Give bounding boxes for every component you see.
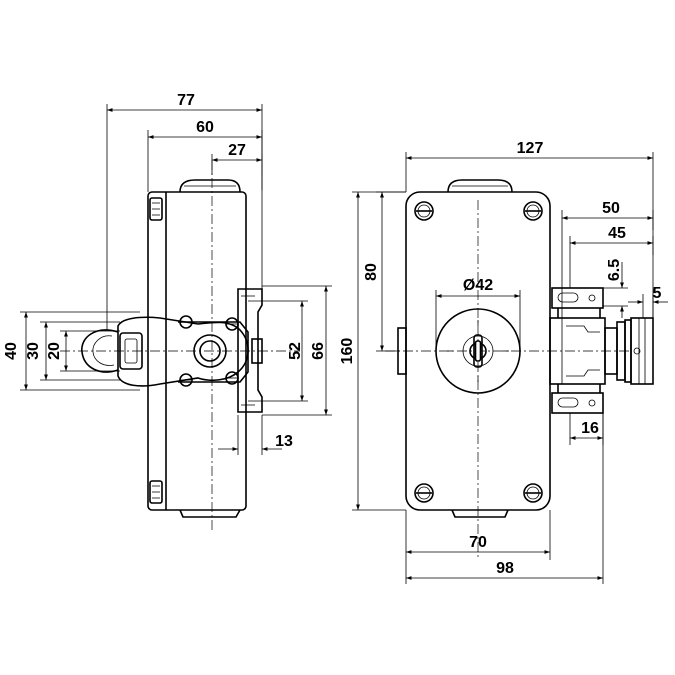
dim-80: 80 [363, 191, 406, 352]
dim-dia42-label: Ø42 [463, 277, 493, 294]
dim-160: 160 [339, 191, 406, 511]
side-screw-bottom [149, 480, 163, 504]
dim-50: 50 [561, 200, 654, 318]
dim-45-label: 45 [608, 225, 626, 242]
dim-40: 40 [3, 311, 140, 391]
dim-70-label: 70 [469, 534, 487, 551]
dim-160-label: 160 [339, 338, 356, 365]
dim-5: 5 [628, 285, 668, 318]
top-cap [179, 179, 241, 193]
dim-50-label: 50 [602, 200, 620, 217]
dim-6-5: 6.5 [603, 259, 628, 318]
corner-screws [414, 201, 543, 503]
pivot-hub [193, 334, 227, 368]
dim-16-label: 16 [581, 420, 599, 437]
front-view: 127 50 45 6.5 5 [339, 140, 668, 584]
side-screw-top [149, 197, 163, 221]
dim-30: 30 [25, 321, 120, 381]
dim-6-5-label: 6.5 [606, 259, 623, 281]
dim-52-label: 52 [287, 342, 304, 360]
dim-66-label: 66 [310, 342, 327, 360]
switch-head [549, 287, 606, 414]
side-view: 77 60 27 52 66 [3, 92, 332, 530]
plunger [604, 317, 654, 385]
dim-98-label: 98 [496, 560, 514, 577]
dim-70: 70 [405, 510, 551, 560]
dim-20-label: 20 [46, 342, 63, 360]
dim-45: 45 [569, 225, 654, 288]
dim-40-label: 40 [3, 342, 20, 360]
dim-77-label: 77 [177, 92, 195, 109]
dim-127-label: 127 [517, 140, 544, 157]
side-bracket [237, 288, 263, 413]
dim-20: 20 [46, 330, 120, 372]
dim-27-label: 27 [228, 142, 246, 159]
dim-13: 13 [218, 415, 293, 455]
front-bottom-foot [451, 509, 509, 518]
dim-60-label: 60 [196, 119, 214, 136]
dim-98: 98 [405, 413, 604, 584]
dim-66: 66 [262, 285, 332, 416]
dim-127: 127 [405, 140, 654, 318]
dim-16: 16 [569, 413, 604, 445]
side-plunger-stub [251, 338, 263, 364]
dim-52: 52 [248, 300, 308, 402]
front-top-cap [447, 179, 513, 193]
dim-dia42: Ø42 [435, 277, 521, 351]
pivot-screws [179, 315, 239, 387]
bottom-foot [179, 509, 241, 518]
lever-slot [119, 332, 143, 370]
dim-27: 27 [211, 142, 263, 175]
dim-5-label: 5 [653, 285, 662, 302]
dim-13-label: 13 [275, 433, 293, 450]
knob-ticks [447, 320, 509, 382]
dim-77: 77 [106, 92, 263, 330]
dim-80-label: 80 [363, 263, 380, 281]
dim-30-label: 30 [25, 342, 42, 360]
